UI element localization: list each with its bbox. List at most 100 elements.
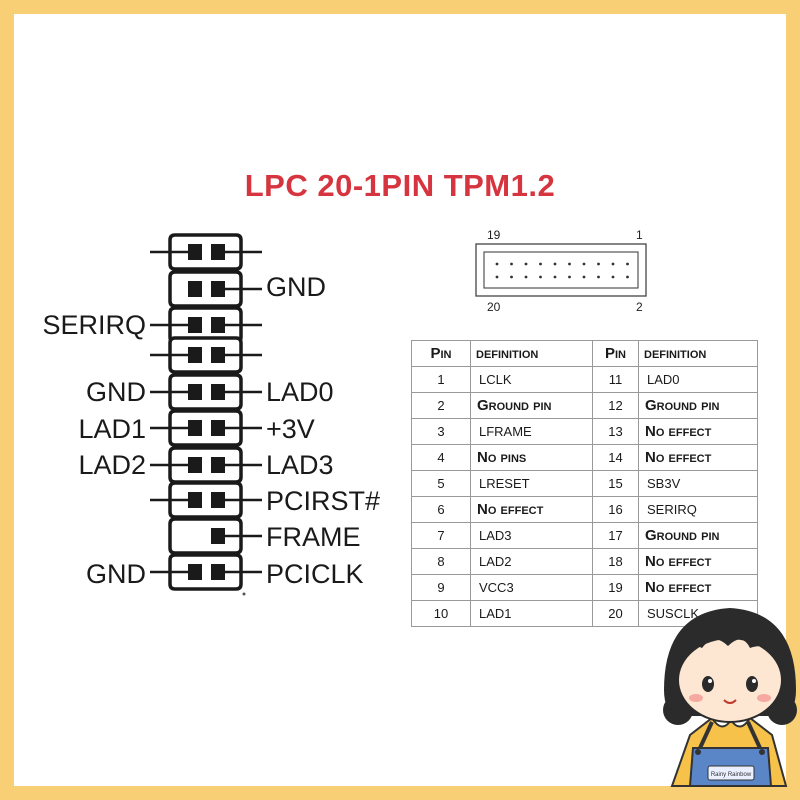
connector-pin-dot <box>553 262 557 266</box>
connector-pin-dot <box>495 275 499 279</box>
pin-number-cell: 11 <box>592 366 639 393</box>
header-pin <box>188 281 202 297</box>
definition-cell: No effect <box>638 418 758 445</box>
connector-outer <box>475 243 647 297</box>
header-pin <box>211 347 225 363</box>
connector-pin-dot <box>611 275 615 279</box>
connector-pin-dot <box>597 262 600 266</box>
header-pin-row <box>168 373 243 411</box>
connector-pin-dot <box>582 262 586 266</box>
pin-number-cell: 4 <box>411 444 471 471</box>
definition-cell: LAD0 <box>638 366 758 393</box>
mascot-badge-text: Rainy Rainbow <box>711 772 752 778</box>
mascot-body: Rainy Rainbow <box>670 717 788 787</box>
pin-label-pciclk: PCICLK <box>266 559 364 589</box>
definition-cell: No effect <box>470 496 593 523</box>
pin-label-lad3: LAD3 <box>266 450 334 480</box>
connector-pin-dot <box>495 262 499 266</box>
definition-cell: Ground pin <box>470 392 593 419</box>
pin-number-cell: 15 <box>592 470 639 497</box>
header-pin <box>211 492 225 508</box>
pin-label-lad1: LAD1 <box>78 414 146 444</box>
connector-pin-dot <box>524 275 528 279</box>
connector-pin-dot <box>626 275 629 279</box>
connector-pin-dot <box>539 275 542 279</box>
header-pin <box>188 420 202 436</box>
connector-pin-dot <box>510 275 513 279</box>
definition-cell: VCC3 <box>470 574 593 601</box>
pin-number-cell: 17 <box>592 522 639 549</box>
connector-pin-dot <box>582 275 586 279</box>
header-pin-row <box>168 409 243 447</box>
diagram-title: LPC 20-1PIN TPM1.2 <box>244 168 556 203</box>
connector-pin-dots <box>495 262 629 279</box>
definition-cell: No pins <box>470 444 593 471</box>
header-pin-row <box>168 553 243 591</box>
header-pin <box>188 244 202 260</box>
connector-label-2: 2 <box>636 300 643 314</box>
left-pinout-labels: SERIRQ GND LAD1 LAD2 GND <box>42 310 146 589</box>
definition-cell: LRESET <box>470 470 593 497</box>
pin-label-pcirst: PCIRST# <box>266 486 380 516</box>
definition-cell: LAD3 <box>470 522 593 549</box>
header-pin <box>211 528 225 544</box>
column-header-definition: definition <box>470 340 593 367</box>
header-pin-rows <box>150 233 262 591</box>
column-header-pin-2: Pin <box>592 340 639 367</box>
pin-number-cell: 20 <box>592 600 639 627</box>
pin-label-lad0: LAD0 <box>266 377 334 407</box>
connector-label-20: 20 <box>487 300 501 314</box>
header-pin-row <box>168 481 243 519</box>
header-pin <box>211 244 225 260</box>
header-pin-row <box>168 336 243 374</box>
connector-pin-dot <box>510 262 513 266</box>
pin-label-3v: +3V <box>266 414 315 444</box>
pin-label-gnd-left-10: GND <box>86 559 146 589</box>
connector-pin-dot <box>611 262 615 266</box>
right-pinout-labels: GND LAD0 +3V LAD3 PCIRST# FRAME PCICLK <box>266 272 380 589</box>
stray-mark <box>242 592 246 596</box>
connector-pin-dot <box>626 262 629 266</box>
header-pin <box>188 564 202 580</box>
header-pin-row <box>168 517 243 555</box>
header-pin <box>188 317 202 333</box>
header-pin <box>211 564 225 580</box>
connector-label-1: 1 <box>636 228 643 242</box>
pin-label-frame: FRAME <box>266 522 361 552</box>
definition-cell: SERIRQ <box>638 496 758 523</box>
pin-number-cell: 13 <box>592 418 639 445</box>
pin-label-serirq: SERIRQ <box>42 310 146 340</box>
pin-label-gnd-right: GND <box>266 272 326 302</box>
definition-cell: Ground pin <box>638 392 758 419</box>
header-pin <box>188 492 202 508</box>
definition-cell: No effect <box>638 444 758 471</box>
connector-pin-dot <box>568 262 571 266</box>
definition-cell: SB3V <box>638 470 758 497</box>
connector-pin-dot <box>539 262 542 266</box>
pin-label-gnd-left-5: GND <box>86 377 146 407</box>
header-pin <box>211 457 225 473</box>
connector-pin-dot <box>524 262 528 266</box>
mascot-badge <box>707 765 755 781</box>
definition-cell: Ground pin <box>638 522 758 549</box>
connector-pin-dot <box>597 275 600 279</box>
connector-label-19: 19 <box>487 228 501 242</box>
pin-number-cell: 18 <box>592 548 639 575</box>
connector-pin-dot <box>553 275 557 279</box>
connector-pin-dot <box>568 275 571 279</box>
header-pin <box>188 347 202 363</box>
definition-cell: LFRAME <box>470 418 593 445</box>
pin-number-cell: 5 <box>411 470 471 497</box>
header-pin <box>211 384 225 400</box>
header-pin-row <box>168 233 243 271</box>
header-pin <box>188 457 202 473</box>
header-pin-row <box>168 446 243 484</box>
